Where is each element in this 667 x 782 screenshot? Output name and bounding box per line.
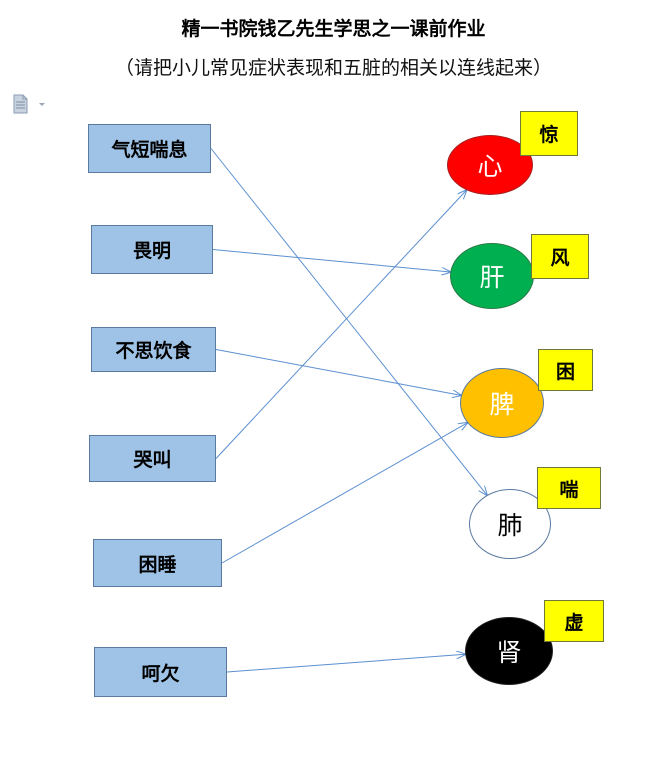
connection-arrow-s4-o2 [221,423,467,564]
symptom-box-weiming[interactable]: 畏明 [91,225,213,274]
connection-arrow-s3-o0 [215,190,467,459]
organ-circle-kidney[interactable]: 肾 [465,617,553,685]
page-title: 精一书院钱乙先生学思之一课前作业 [181,18,486,40]
symptom-box-kujiao[interactable]: 哭叫 [89,435,216,482]
organ-tag-jing: 惊 [520,111,578,156]
connection-arrow-s0-o3 [210,148,487,496]
organ-tag-chuan: 喘 [537,467,601,509]
organ-circle-spleen[interactable]: 脾 [460,368,544,438]
symptom-box-heqian[interactable]: 呵欠 [94,647,227,697]
symptom-box-busi-yinshi[interactable]: 不思饮食 [91,327,216,372]
organ-tag-kun: 困 [538,349,593,391]
connection-arrow-s1-o1 [212,249,450,273]
document-options-icon[interactable] [12,94,50,114]
page-subtitle: （请把小儿常见症状表现和五脏的相关以连线起来） [114,57,552,79]
connection-arrow-s2-o2 [215,349,461,396]
symptom-box-qiduan-chuanxi[interactable]: 气短喘息 [88,124,211,173]
organ-circle-liver[interactable]: 肝 [450,243,534,309]
organ-tag-xu: 虚 [544,600,604,642]
organ-circle-heart[interactable]: 心 [447,135,533,195]
connection-arrow-s5-o4 [226,654,465,673]
organ-tag-feng: 风 [531,234,589,279]
symptom-box-kunshui[interactable]: 困睡 [93,539,222,587]
